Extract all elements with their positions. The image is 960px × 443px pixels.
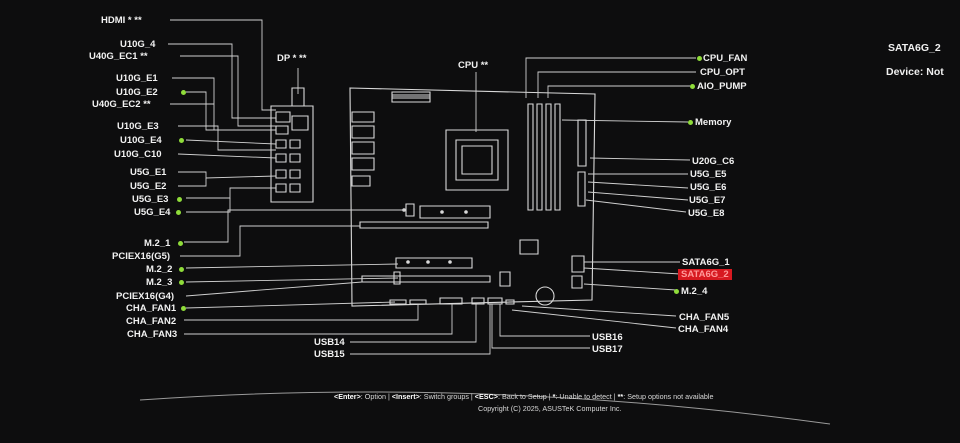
label-dp[interactable]: DP * **: [277, 53, 307, 64]
label-u5g-e1[interactable]: U5G_E1: [130, 167, 167, 178]
label-u5g-e8[interactable]: U5G_E8: [688, 208, 725, 219]
label-u40g-ec2[interactable]: U40G_EC2 **: [92, 99, 151, 110]
label-u40g-ec1[interactable]: U40G_EC1 **: [89, 51, 148, 62]
label-u5g-e2[interactable]: U5G_E2: [130, 181, 167, 192]
cpu-socket: [446, 130, 508, 190]
label-u5g-e5[interactable]: U5G_E5: [690, 169, 727, 180]
label-sata6g-2-selected[interactable]: SATA6G_2: [678, 269, 732, 280]
label-aio-pump[interactable]: AIO_PUMP: [697, 81, 747, 92]
label-hdmi[interactable]: HDMI * **: [101, 15, 142, 26]
help-key-double-star: **: [617, 392, 624, 401]
usb-port-a: [276, 126, 288, 134]
help-text-enter: : Option |: [360, 392, 392, 401]
label-u5g-e3[interactable]: U5G_E3: [132, 194, 169, 205]
help-key-esc: <ESC>: [474, 392, 498, 401]
label-m2-1[interactable]: M.2_1: [144, 238, 171, 249]
label-cha-fan1[interactable]: CHA_FAN1: [126, 303, 177, 314]
label-pciex16-g5[interactable]: PCIEX16(G5): [112, 251, 171, 262]
label-cpu-opt[interactable]: CPU_OPT: [700, 67, 745, 78]
label-u5g-e4[interactable]: U5G_E4: [134, 207, 171, 218]
detected-indicator-m2-3: [179, 280, 184, 285]
label-usb17[interactable]: USB17: [592, 344, 623, 355]
label-sata6g-1[interactable]: SATA6G_1: [682, 257, 730, 268]
detected-indicator-memory: [688, 120, 693, 125]
hdmi-port: [276, 112, 290, 122]
label-u10g-4[interactable]: U10G_4: [120, 39, 156, 50]
label-u20g-c6[interactable]: U20G_C6: [692, 156, 735, 167]
help-text-star: : Unable to detect |: [555, 392, 618, 401]
label-m2-3[interactable]: M.2_3: [146, 277, 173, 288]
detail-title: SATA6G_2: [888, 42, 941, 54]
keyboard-help: <Enter>: Option | <Insert>: Switch group…: [334, 392, 714, 401]
label-u10g-e2[interactable]: U10G_E2: [116, 87, 158, 98]
label-u10g-c10[interactable]: U10G_C10: [114, 149, 162, 160]
copyright-text: Copyright (C) 2025, ASUSTeK Computer Inc…: [478, 404, 622, 413]
label-u5g-e7[interactable]: U5G_E7: [689, 195, 726, 206]
lan-port: [292, 116, 308, 130]
help-text-double-star: : Setup options not available: [623, 392, 714, 401]
label-u5g-e6[interactable]: U5G_E6: [690, 182, 727, 193]
label-cha-fan2[interactable]: CHA_FAN2: [126, 316, 177, 327]
label-u10g-e4[interactable]: U10G_E4: [120, 135, 162, 146]
label-cha-fan4[interactable]: CHA_FAN4: [678, 324, 729, 335]
label-u10g-e1[interactable]: U10G_E1: [116, 73, 158, 84]
help-key-insert: <Insert>: [391, 392, 420, 401]
detected-indicator-m2-1: [178, 241, 183, 246]
detected-indicator-u5g-e4: [176, 210, 181, 215]
help-key-star: *: [552, 392, 556, 401]
board-outline: [350, 88, 595, 306]
detected-indicator-m2-2: [179, 267, 184, 272]
label-cpu-fan[interactable]: CPU_FAN: [703, 53, 748, 64]
label-m2-4[interactable]: M.2_4: [681, 286, 708, 297]
label-m2-2[interactable]: M.2_2: [146, 264, 173, 275]
detected-indicator-m2-4: [674, 289, 679, 294]
detected-indicator-cpu-fan: [697, 56, 702, 61]
help-text-esc: : Back to Setup |: [497, 392, 553, 401]
label-cha-fan5[interactable]: CHA_FAN5: [679, 312, 730, 323]
detected-indicator-u10g-e4: [179, 138, 184, 143]
label-usb14[interactable]: USB14: [314, 337, 345, 348]
label-u10g-e3[interactable]: U10G_E3: [117, 121, 159, 132]
detail-device-status: Device: Not: [886, 66, 944, 78]
label-cpu[interactable]: CPU **: [458, 60, 489, 71]
help-key-enter: <Enter>: [334, 392, 361, 401]
label-memory[interactable]: Memory: [695, 117, 732, 128]
label-cha-fan3[interactable]: CHA_FAN3: [127, 329, 178, 340]
label-pciex16-g4[interactable]: PCIEX16(G4): [116, 291, 175, 302]
label-usb15[interactable]: USB15: [314, 349, 345, 360]
detected-indicator-cha-fan1: [181, 306, 186, 311]
label-usb16[interactable]: USB16: [592, 332, 623, 343]
detected-indicator-aio-pump: [690, 84, 695, 89]
detected-indicator-u10g-e2: [181, 90, 186, 95]
help-text-insert: : Switch groups |: [419, 392, 475, 401]
detected-indicator-u5g-e3: [177, 197, 182, 202]
